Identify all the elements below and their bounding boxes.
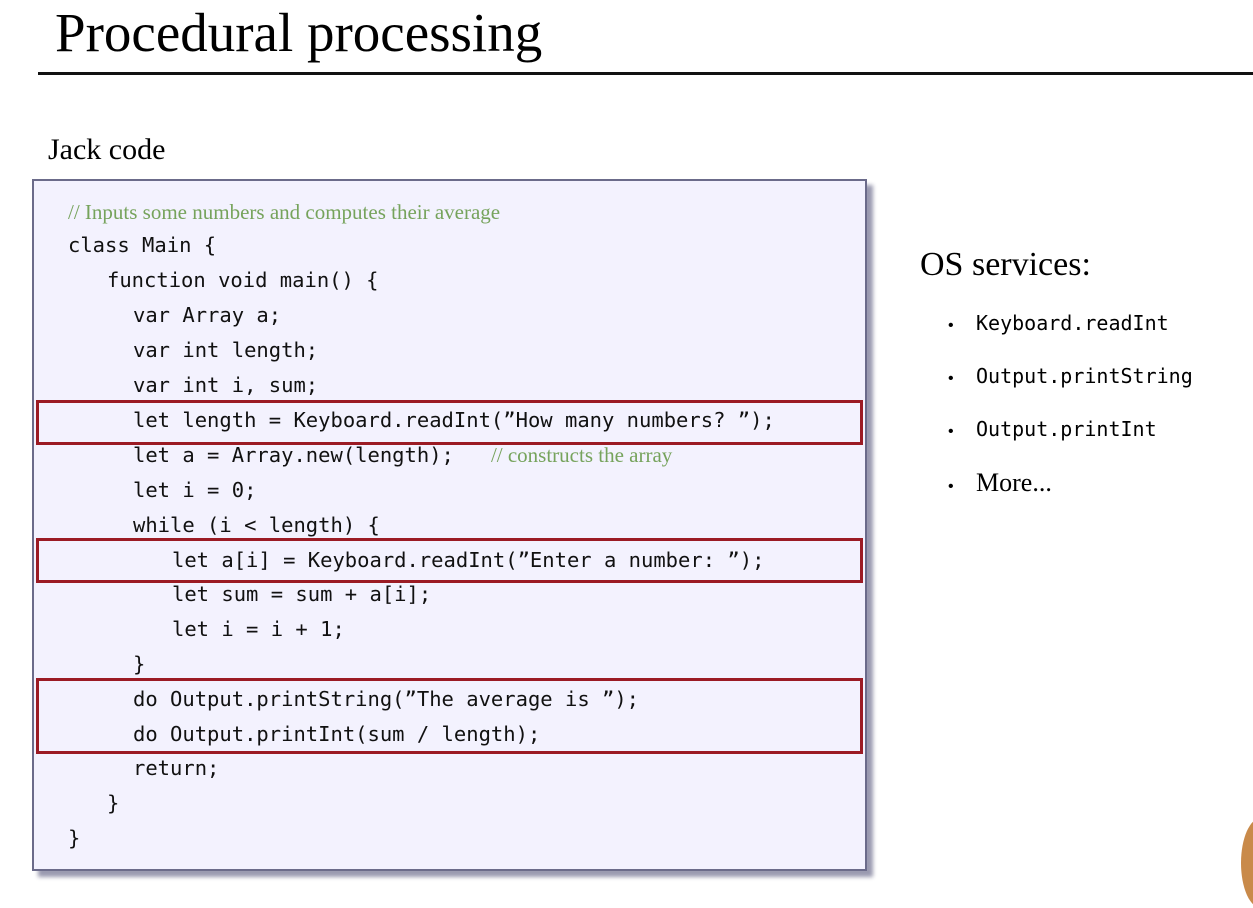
bullet-icon: •: [948, 317, 954, 334]
code-let-a-text: let a = Array.new(length);: [133, 443, 454, 467]
code-line-let-a: let a = Array.new(length); // constructs…: [133, 441, 672, 469]
highlight-box-output: [36, 678, 863, 754]
code-comment-spacer: [454, 443, 491, 467]
os-service-item: • More...: [948, 469, 1052, 501]
code-comment-header: // Inputs some numbers and computes thei…: [68, 200, 501, 224]
code-panel: // Inputs some numbers and computes thei…: [32, 179, 867, 871]
code-line-while: while (i < length) {: [133, 513, 380, 537]
os-service-item: • Output.printString: [948, 362, 1193, 393]
code-line-let-i-inc: let i = i + 1;: [172, 617, 345, 641]
code-line-var-i-sum: var int i, sum;: [133, 373, 319, 397]
os-service-label: Output.printString: [976, 364, 1193, 388]
title-divider: [38, 72, 1253, 75]
code-line-print-int: do Output.printInt(sum / length);: [133, 722, 541, 746]
os-service-label: Output.printInt: [976, 417, 1157, 441]
code-line-class: class Main {: [68, 233, 217, 257]
section-label: Jack code: [48, 133, 166, 166]
code-line-close-while: }: [133, 652, 146, 676]
bullet-icon: •: [948, 370, 954, 387]
code-line-var-array: var Array a;: [133, 303, 282, 327]
code-line-return: return;: [133, 756, 220, 780]
presenter-edge: [1241, 818, 1253, 908]
code-line-let-ai: let a[i] = Keyboard.readInt(”Enter a num…: [172, 548, 765, 572]
code-line-let-i: let i = 0;: [133, 478, 257, 502]
os-service-item: • Keyboard.readInt: [948, 309, 1169, 340]
highlight-box-read-length: [36, 400, 863, 445]
code-line-var-length: var int length;: [133, 338, 319, 362]
code-line-print-string: do Output.printString(”The average is ”)…: [133, 687, 640, 711]
code-line-function: function void main() {: [107, 268, 379, 292]
os-service-label: More...: [976, 468, 1052, 497]
bullet-icon: •: [948, 478, 954, 495]
code-comment-array: // constructs the array: [490, 443, 673, 467]
bullet-icon: •: [948, 423, 954, 440]
highlight-box-read-number: [36, 538, 863, 583]
os-service-label: Keyboard.readInt: [976, 311, 1169, 335]
code-line-close-function: }: [107, 791, 120, 815]
os-service-item: • Output.printInt: [948, 415, 1157, 446]
os-services-title: OS services:: [920, 246, 1091, 283]
code-line-let-length: let length = Keyboard.readInt(”How many …: [133, 408, 775, 432]
code-line-let-sum: let sum = sum + a[i];: [172, 582, 432, 606]
slide-title: Procedural processing: [55, 2, 543, 63]
code-line-close-class: }: [68, 826, 81, 850]
